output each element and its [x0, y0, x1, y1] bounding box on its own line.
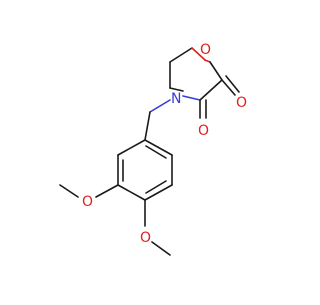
bond	[225, 75, 240, 93]
bond	[169, 87, 184, 92]
bond	[145, 145, 167, 159]
molecule-structure: N O O O O O	[59, 42, 247, 256]
bond	[221, 79, 236, 96]
bond	[117, 184, 146, 201]
atom-label-oxygen-methoxy: O	[140, 230, 151, 246]
bond	[209, 61, 223, 81]
bond	[144, 184, 173, 201]
atom-label-oxygen-methoxy: O	[82, 194, 93, 210]
atom-label-nitrogen: N	[171, 91, 181, 107]
bond	[149, 99, 171, 113]
bond	[204, 59, 211, 63]
bond	[59, 184, 79, 198]
bond	[144, 139, 173, 156]
bond	[151, 241, 171, 256]
bond	[169, 47, 193, 63]
bond	[117, 139, 146, 156]
atom-label-oxygen-carbonyl: O	[198, 123, 209, 139]
bond	[199, 79, 223, 101]
atom-label-oxygen-carbonyl: O	[236, 95, 247, 111]
bond	[145, 180, 167, 194]
bond	[182, 95, 201, 101]
bond	[95, 184, 119, 198]
bond	[191, 47, 206, 61]
atom-label-oxygen-ring: O	[200, 42, 211, 58]
structure-canvas: N O O O O O	[59, 42, 247, 256]
bond	[144, 111, 151, 141]
